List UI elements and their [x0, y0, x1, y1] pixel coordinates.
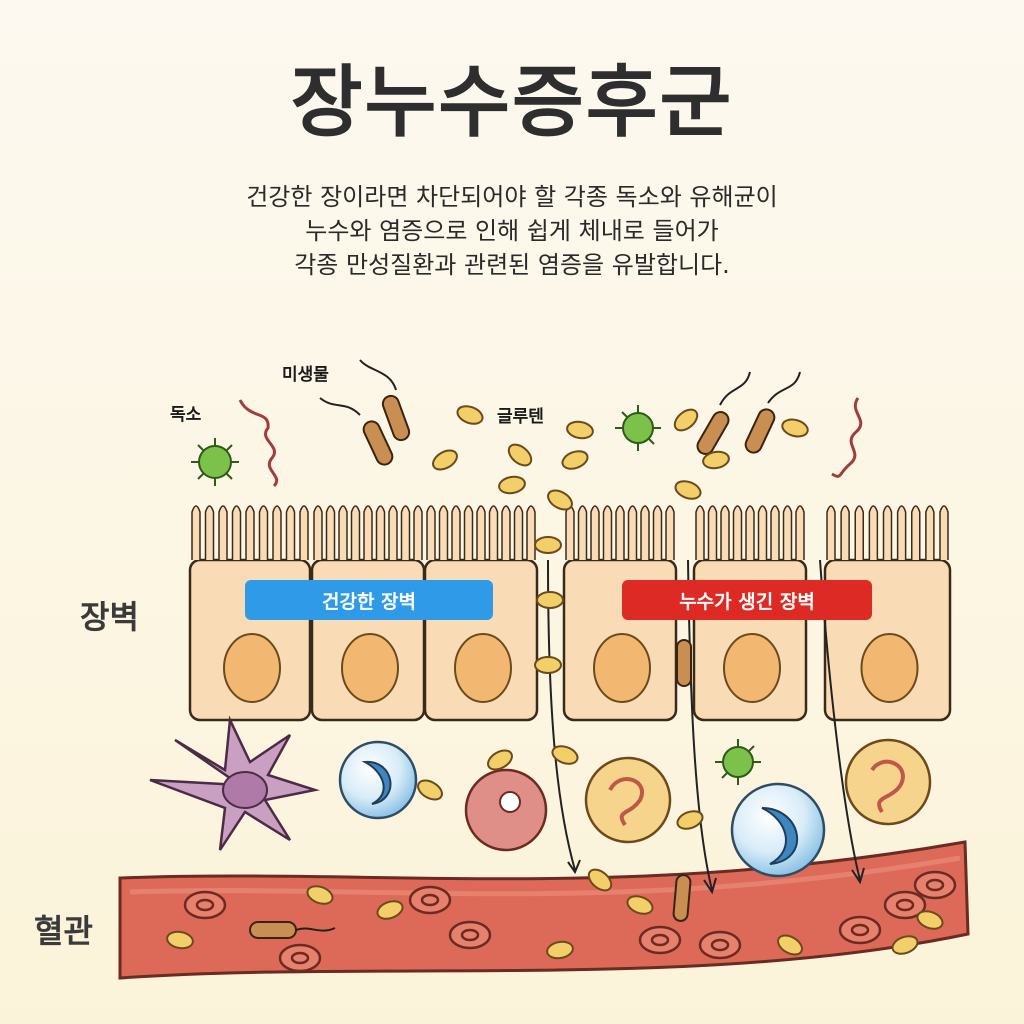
- gluten-piece: [781, 418, 809, 438]
- gluten-piece: [673, 408, 699, 432]
- gluten-piece: [561, 450, 589, 470]
- gluten-piece: [626, 895, 654, 915]
- gluten-piece: [536, 591, 564, 609]
- gluten-piece: [432, 449, 458, 471]
- intestinal-cell: [692, 505, 808, 722]
- leaky-wall-badge: 누수가 생긴 장벽: [622, 580, 872, 620]
- microbe-rods: [249, 394, 776, 939]
- description-line-1: 건강한 장이라면 차단되어야 할 각종 독소와 유해균이: [246, 183, 778, 211]
- gluten-piece: [547, 489, 573, 511]
- gluten-piece: [566, 420, 594, 440]
- blood-vessel: [118, 840, 970, 980]
- gluten-piece: [534, 536, 562, 554]
- gluten-piece: [676, 810, 704, 830]
- gluten-piece: [702, 450, 730, 470]
- description-line-2: 누수와 염증으로 인해 쉽게 체내로 들어가: [305, 217, 719, 245]
- virus-icon-1: [191, 438, 239, 486]
- gluten-piece: [916, 910, 944, 930]
- gluten-piece: [417, 779, 443, 801]
- gluten-piece: [376, 900, 404, 920]
- description-line-3: 각종 만성질환과 관련된 염증을 유발합니다.: [294, 251, 730, 279]
- intestinal-cell: [423, 505, 539, 722]
- gluten-piece: [534, 656, 562, 674]
- red-blood-cells: [183, 870, 957, 973]
- virus-icon-3: [715, 739, 761, 785]
- gluten-piece: [166, 930, 194, 950]
- granulocyte-2: [844, 738, 932, 826]
- gluten-piece: [306, 885, 334, 905]
- gluten-piece: [498, 475, 526, 495]
- immune-cell-blue-1: [338, 740, 418, 820]
- virus-icon-2: [615, 405, 661, 451]
- immune-cell-red: [464, 768, 548, 852]
- immune-cell-blue-2: [730, 782, 826, 878]
- gluten-piece: [891, 935, 919, 955]
- gluten-pieces: [166, 405, 944, 960]
- toxin-spiral-2: [831, 397, 863, 478]
- gluten-piece: [777, 934, 803, 956]
- gluten-piece: [507, 443, 533, 467]
- dendritic-cell: [149, 715, 320, 851]
- gluten-piece: [546, 940, 574, 960]
- label-microbe: 미생물: [282, 365, 329, 385]
- label-blood-vessel: 혈관: [34, 912, 93, 950]
- description: 건강한 장이라면 차단되어야 할 각종 독소와 유해균이 누수와 염증으로 인해…: [0, 180, 1024, 282]
- label-toxin: 독소: [170, 405, 202, 425]
- healthy-wall-badge: 건강한 장벽: [245, 580, 493, 620]
- label-intestinal-wall: 장벽: [80, 598, 139, 636]
- gluten-piece: [456, 405, 484, 425]
- toxin-spiral-1: [238, 399, 278, 488]
- granulocyte-1: [584, 756, 672, 844]
- label-gluten: 글루텐: [497, 407, 544, 427]
- gluten-piece: [487, 749, 513, 771]
- gluten-piece: [587, 868, 613, 892]
- microbe-tails: [295, 359, 801, 932]
- page-title: 장누수증후군: [290, 58, 734, 148]
- gluten-piece: [674, 480, 702, 500]
- gluten-piece: [551, 745, 579, 765]
